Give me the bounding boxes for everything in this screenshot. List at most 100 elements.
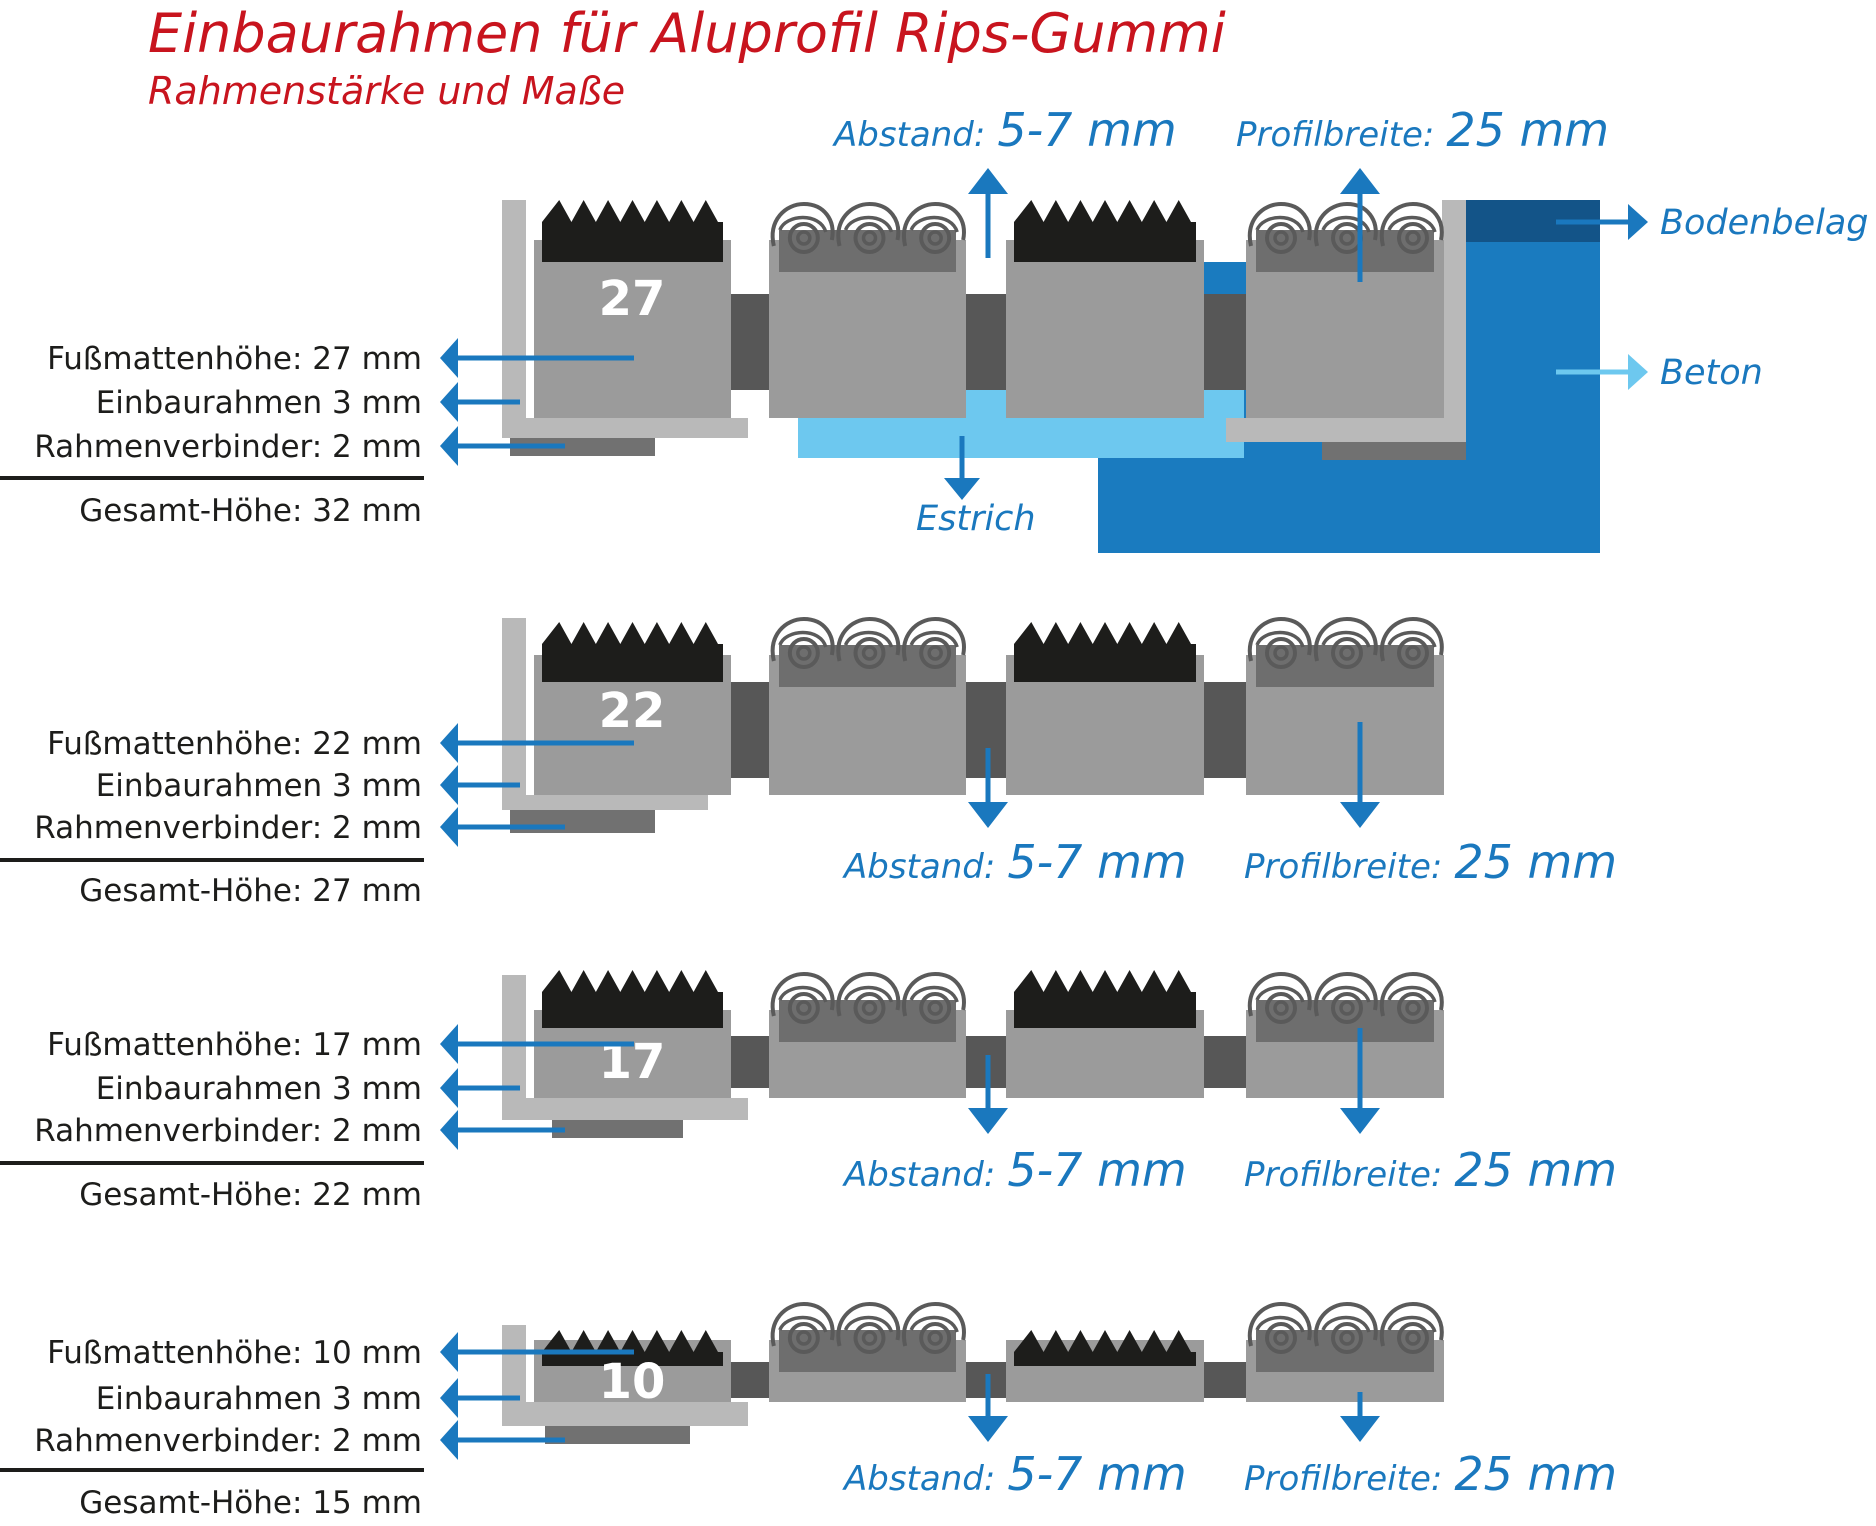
profile-connector (1204, 1362, 1246, 1398)
profile-connector (966, 294, 1006, 390)
arrow-right-icon (1628, 204, 1648, 240)
page-title: Einbaurahmen für Aluprofil Rips-Gummi (148, 2, 1226, 65)
label-mat-height: Fußmattenhöhe: 22 mm (47, 726, 422, 762)
rips-rubber-insert (1014, 200, 1196, 262)
label-total: Gesamt-Höhe: 15 mm (79, 1485, 422, 1521)
profile-connector (1204, 294, 1246, 390)
arrow-left-icon (440, 426, 458, 466)
arrow-left-icon (440, 723, 458, 763)
arrow-left-icon (440, 338, 458, 378)
gap-value: 5-7 mm (1007, 835, 1186, 889)
label-frame: Einbaurahmen 3 mm (96, 1071, 422, 1107)
frame-vertical (502, 975, 526, 1120)
arrow-down-icon (1340, 802, 1380, 828)
width-value: 25 mm (1454, 835, 1617, 889)
label-connector: Rahmenverbinder: 2 mm (34, 810, 422, 846)
total-divider (0, 1161, 424, 1165)
aluminium-profile (1006, 240, 1204, 418)
gap-label: Abstand: (832, 115, 985, 155)
label-connector: Rahmenverbinder: 2 mm (34, 1423, 422, 1459)
gap-annotation: Abstand: 5-7 mm (832, 103, 1177, 157)
label-frame: Einbaurahmen 3 mm (96, 1381, 422, 1417)
arrow-down-icon (968, 1416, 1008, 1442)
arrow-up-icon (1340, 168, 1380, 194)
legend-beton: Beton (1556, 353, 1763, 393)
estrich-label: Estrich (916, 499, 1036, 539)
arrow-down-icon (968, 802, 1008, 828)
gap-value: 5-7 mm (997, 103, 1176, 157)
gap-annotation: Abstand:5-7 mm (842, 1447, 1187, 1501)
label-connector: Rahmenverbinder: 2 mm (34, 429, 422, 465)
rips-rubber-insert (542, 1330, 723, 1366)
arrow-left-icon (440, 1420, 458, 1460)
arrow-left-icon (440, 1068, 458, 1108)
profile-connector (731, 1362, 769, 1398)
arrow-left-icon (440, 765, 458, 805)
width-annotation: Profilbreite:25 mm (1244, 1143, 1617, 1197)
arrow-down-icon (944, 478, 980, 500)
mat-height-number: 27 (599, 271, 666, 327)
width-value: 25 mm (1446, 103, 1609, 157)
rips-rubber-insert (1014, 970, 1196, 1028)
gap-label: Abstand: (842, 1155, 995, 1195)
label-mat-height: Fußmattenhöhe: 27 mm (47, 341, 422, 377)
label-frame: Einbaurahmen 3 mm (96, 385, 422, 421)
frame-horizontal-right (1226, 418, 1466, 442)
beton-label: Beton (1660, 353, 1763, 393)
rips-rubber-insert (1014, 622, 1196, 682)
profile-connector (731, 1036, 769, 1088)
gap-label: Abstand: (842, 847, 995, 887)
label-mat-height: Fußmattenhöhe: 10 mm (47, 1335, 422, 1371)
mat-height-number: 10 (599, 1354, 666, 1410)
arrow-down-icon (968, 1108, 1008, 1134)
bodenbelag-label: Bodenbelag (1660, 203, 1869, 243)
label-connector: Rahmenverbinder: 2 mm (34, 1113, 422, 1149)
concrete-base (1098, 470, 1600, 552)
frame-vertical-right (1442, 200, 1466, 438)
section-4: 10 Fußmattenhöhe: 10 mm Einbaurahmen 3 mm R… (0, 1302, 1617, 1521)
label-frame: Einbaurahmen 3 mm (96, 768, 422, 804)
frame-connector (545, 1426, 690, 1444)
arrow-left-icon (440, 807, 458, 847)
total-divider (0, 858, 424, 862)
label-total: Gesamt-Höhe: 27 mm (79, 873, 422, 909)
width-label: Profilbreite: (1236, 115, 1434, 155)
frame-vertical (502, 200, 526, 438)
arrow-left-icon (440, 1378, 458, 1418)
frame-horizontal (502, 795, 708, 810)
width-label: Profilbreite: (1244, 847, 1442, 887)
total-divider (0, 1468, 424, 1472)
rips-rubber-insert (542, 970, 723, 1028)
legend-bodenbelag: Bodenbelag (1556, 203, 1869, 243)
frame-connector (552, 1120, 683, 1138)
width-annotation: Profilbreite: 25 mm (1244, 1447, 1617, 1501)
rips-rubber-insert (1014, 1330, 1196, 1366)
frame-connector (510, 810, 655, 833)
gap-label: Abstand: (842, 1459, 995, 1499)
arrow-down-icon (1340, 1108, 1380, 1134)
frame-horizontal (502, 418, 748, 438)
arrow-left-icon (440, 382, 458, 422)
label-total: Gesamt-Höhe: 32 mm (79, 493, 422, 529)
width-label: Profilbreite: (1244, 1459, 1442, 1499)
rips-rubber-insert (542, 622, 723, 682)
width-value: 25 mm (1454, 1143, 1617, 1197)
profile-connector (731, 682, 769, 778)
legend-estrich: Estrich (916, 436, 1036, 539)
frame-vertical (502, 618, 526, 810)
frame-connector-right (1322, 442, 1466, 460)
page-subtitle: Rahmenstärke und Maße (148, 69, 625, 113)
arrow-up-icon (968, 168, 1008, 194)
profile-connector (1204, 1036, 1246, 1088)
gap-annotation: Abstand: 5-7 mm (842, 835, 1187, 889)
arrow-left-icon (440, 1110, 458, 1150)
frame-horizontal (502, 1098, 748, 1120)
width-value: 25 mm (1454, 1447, 1617, 1501)
arrow-left-icon (440, 1332, 458, 1372)
width-annotation: Profilbreite: 25 mm (1244, 835, 1617, 889)
label-total: Gesamt-Höhe: 22 mm (79, 1177, 422, 1213)
